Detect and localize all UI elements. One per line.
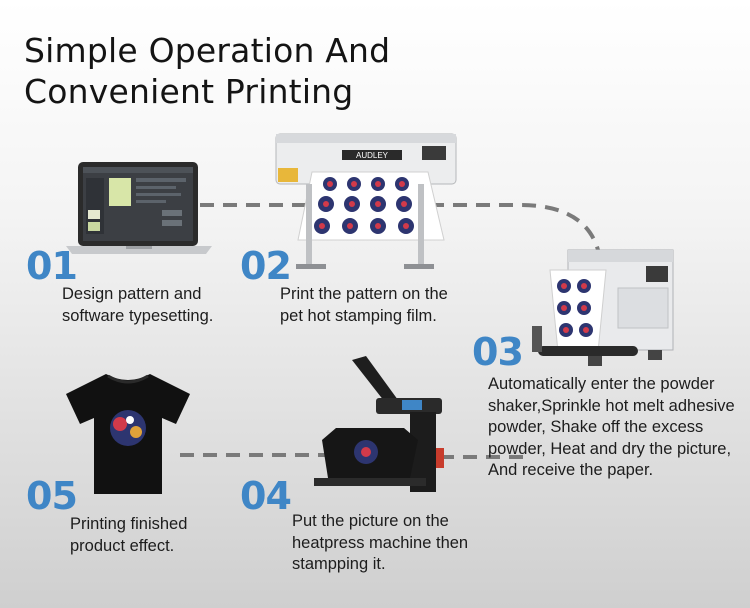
laptop-icon <box>64 160 214 260</box>
printer-brand-label: AUDLEY <box>356 151 389 160</box>
printer-icon: AUDLEY <box>272 128 462 278</box>
tshirt-icon <box>58 368 198 498</box>
step-number-03: 03 <box>472 330 524 374</box>
step-number-04: 04 <box>240 474 292 518</box>
step-number-02: 02 <box>240 244 292 288</box>
heat-press-icon <box>306 352 456 492</box>
powder-shaker-icon <box>528 242 678 372</box>
step-description-04: Put the picture on the heatpress machine… <box>292 512 469 573</box>
page-title: Simple Operation And Convenient Printing <box>24 31 391 111</box>
step-description-02: Print the pattern on the pet hot stampin… <box>280 285 448 325</box>
step-description-03: Automatically enter the powder shaker,Sp… <box>488 375 735 479</box>
step-description-05: Printing finished product effect. <box>70 515 188 555</box>
step-number-05: 05 <box>26 474 78 518</box>
step-number-01: 01 <box>26 244 78 288</box>
step-description-01: Design pattern and software typesetting. <box>62 285 214 325</box>
